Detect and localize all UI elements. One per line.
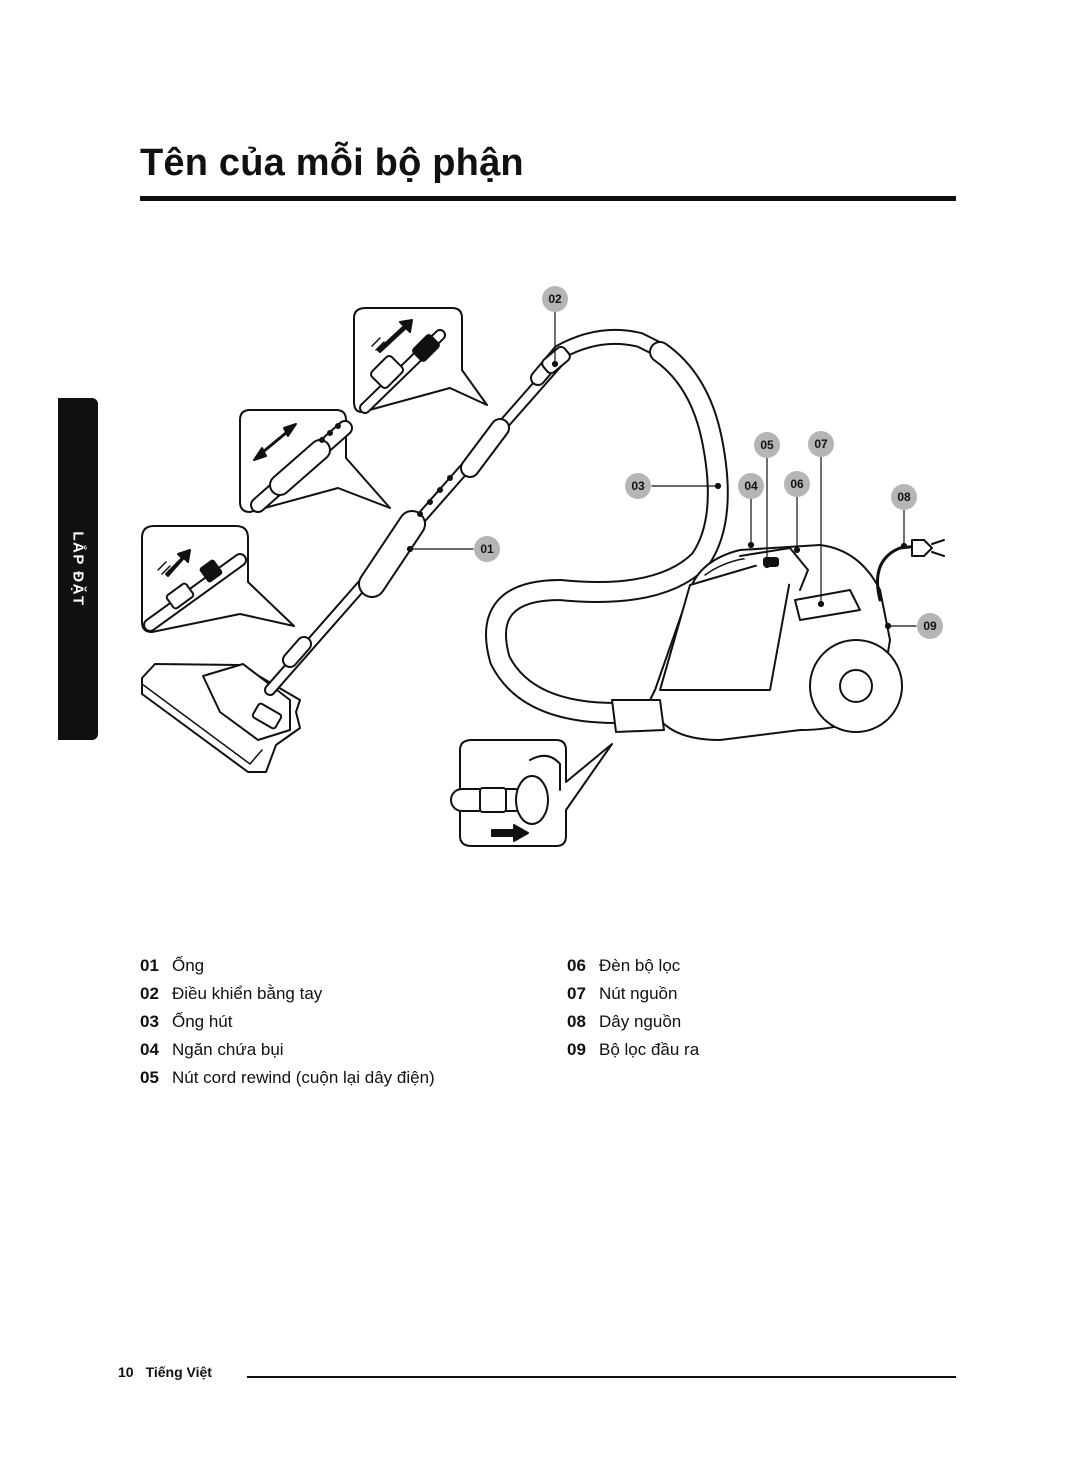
callout-02: 02	[542, 286, 568, 312]
vacuum-main-illustration	[141, 328, 945, 773]
part-number: 08	[567, 1012, 586, 1031]
parts-list-right: 06 Đèn bộ lọc 07 Nút nguồn 08 Dây nguồn 09 B…	[567, 952, 699, 1064]
part-number: 04	[140, 1040, 159, 1059]
list-item: 04 Ngăn chứa bụi	[140, 1036, 435, 1064]
part-label: Ngăn chứa bụi	[172, 1040, 284, 1059]
part-number: 09	[567, 1040, 586, 1059]
callout-03: 03	[625, 473, 651, 499]
list-item: 09 Bộ lọc đầu ra	[567, 1036, 699, 1064]
list-item: 05 Nút cord rewind (cuộn lại dây điện)	[140, 1064, 435, 1092]
svg-text:03: 03	[631, 479, 645, 493]
part-label: Nút nguồn	[599, 984, 678, 1003]
svg-text:04: 04	[744, 479, 758, 493]
section-tab: LẮP ĐẶT	[58, 398, 98, 740]
part-label: Ống hút	[172, 1012, 233, 1031]
callout-06: 06	[784, 471, 810, 497]
inset-handle-detail	[353, 307, 488, 414]
svg-text:08: 08	[897, 490, 911, 504]
parts-list-left: 01 Ống 02 Điều khiển bằng tay 03 Ống hút 04…	[140, 952, 435, 1092]
part-label: Dây nguồn	[599, 1012, 682, 1031]
callout-07: 07	[808, 431, 834, 457]
callout-01: 01	[474, 536, 500, 562]
part-label: Điều khiển bằng tay	[172, 984, 323, 1003]
inset-nozzle-detail	[141, 525, 295, 633]
callout-09: 09	[917, 613, 943, 639]
svg-text:02: 02	[548, 292, 562, 306]
callout-05: 05	[754, 432, 780, 458]
svg-text:07: 07	[814, 437, 828, 451]
callout-leaders	[406, 309, 917, 630]
page-title: Tên của mỗi bộ phận	[140, 142, 524, 184]
svg-text:09: 09	[923, 619, 937, 633]
part-number: 02	[140, 984, 159, 1003]
footer-divider	[247, 1376, 956, 1378]
part-label: Nút cord rewind (cuộn lại dây điện)	[172, 1068, 435, 1087]
vacuum-diagram: 01 02 03 04 05 06 07 08 09	[141, 286, 945, 847]
part-number: 03	[140, 1012, 159, 1031]
list-item: 07 Nút nguồn	[567, 980, 699, 1008]
part-label: Bộ lọc đầu ra	[599, 1040, 700, 1059]
inset-tube-detail	[239, 409, 391, 513]
list-item: 03 Ống hút	[140, 1008, 435, 1036]
part-number: 06	[567, 956, 586, 975]
inset-hose-connection-detail	[450, 739, 613, 847]
list-item: 08 Dây nguồn	[567, 1008, 699, 1036]
svg-text:05: 05	[760, 438, 774, 452]
callout-04: 04	[738, 473, 764, 499]
part-number: 05	[140, 1068, 159, 1087]
list-item: 06 Đèn bộ lọc	[567, 952, 699, 980]
part-label: Đèn bộ lọc	[599, 956, 681, 975]
list-item: 01 Ống	[140, 952, 435, 980]
page-footer: 10 Tiếng Việt	[118, 1364, 212, 1380]
svg-text:06: 06	[790, 477, 804, 491]
callout-08: 08	[891, 484, 917, 510]
footer-language: Tiếng Việt	[145, 1364, 212, 1380]
list-item: 02 Điều khiển bằng tay	[140, 980, 435, 1008]
svg-text:01: 01	[480, 542, 494, 556]
title-divider	[140, 196, 956, 201]
part-label: Ống	[172, 956, 205, 975]
page-number: 10	[118, 1364, 134, 1380]
part-number: 01	[140, 956, 159, 975]
part-number: 07	[567, 984, 586, 1003]
